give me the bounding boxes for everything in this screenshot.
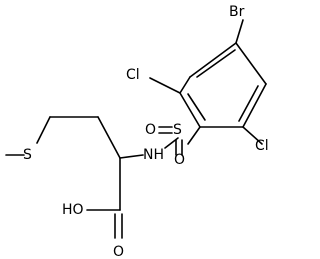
bromine-atom-label: Br [229, 4, 245, 20]
ring-bond-right-inner [238, 85, 259, 122]
sulfonyl-o-bottom-atom-label: O [174, 152, 185, 168]
ring-bond-left [179, 76, 191, 94]
atom-labels: Br Cl Cl S O O NH S HO O [23, 4, 269, 259]
ring-bond-top-left [189, 42, 237, 78]
bond-alpha-beta [97, 116, 121, 159]
bond-gamma-s [36, 116, 51, 144]
thioether-s-atom-label: S [23, 147, 32, 163]
ring-bond-bottom-left-inner [187, 93, 206, 121]
carbonyl-o-atom-label: O [113, 244, 124, 259]
nh-atom-label: NH [143, 147, 164, 163]
bond-ring-br [235, 19, 244, 44]
ring-bond-top-left-inner [196, 49, 236, 78]
ring-bond-top-right [235, 42, 267, 85]
sulfonyl-o-left-atom-label: O [145, 122, 156, 138]
sulfonyl-s-atom-label: S [173, 122, 182, 138]
bond-nh-alpha [119, 154, 144, 159]
bond-ring-cl-top [149, 77, 181, 94]
bond-ring-sulfonyl [187, 126, 201, 145]
bond-s-nh [164, 137, 179, 149]
chlorine-top-atom-label: Cl [126, 67, 140, 83]
hydroxyl-atom-label: HO [62, 202, 84, 218]
ring-bond-bottom-left [179, 92, 201, 128]
bond-ring-cl-right [242, 126, 263, 145]
ring-bond-right [242, 83, 267, 128]
chlorine-right-atom-label: Cl [255, 138, 269, 154]
chemical-structure-diagram: Br Cl Cl S O O NH S HO O [5, 4, 269, 259]
bonds [5, 19, 267, 239]
